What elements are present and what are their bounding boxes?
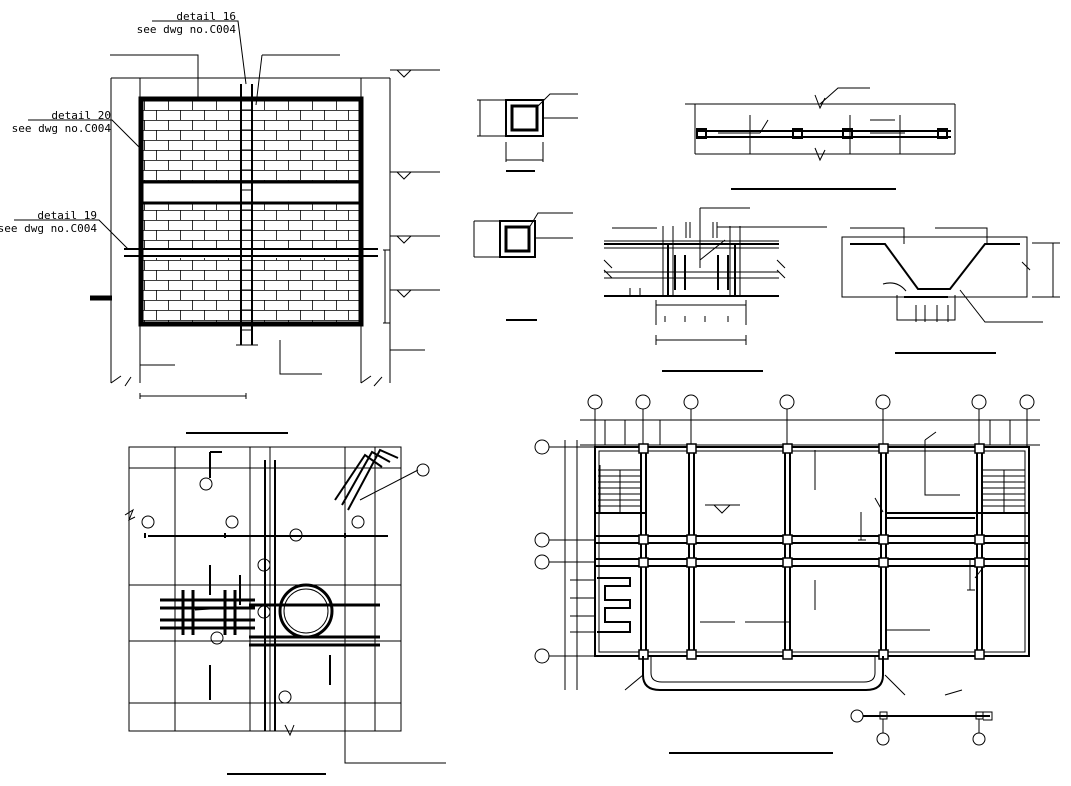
column-section-a	[477, 93, 578, 172]
detail-19-ref: see dwg no.C004	[0, 222, 97, 235]
beam-reinforcement-plan	[685, 87, 956, 190]
detail-16-ref: see dwg no.C004	[137, 23, 237, 36]
detail-16-title: detail 16	[176, 10, 236, 23]
column-section-b	[473, 212, 573, 321]
slab-opening-reinforcement-plan	[124, 446, 446, 775]
detail-20-title: detail 20	[51, 109, 111, 122]
beam-column-joint-section	[603, 207, 827, 372]
detail-20-ref: see dwg no.C004	[12, 122, 112, 135]
brick-wall-elevation: detail 16 see dwg no.C004 detail 20 see …	[0, 10, 440, 434]
structural-floor-plan	[534, 394, 1040, 754]
haunched-footing-section	[841, 227, 1060, 354]
detail-19-title: detail 19	[37, 209, 97, 222]
